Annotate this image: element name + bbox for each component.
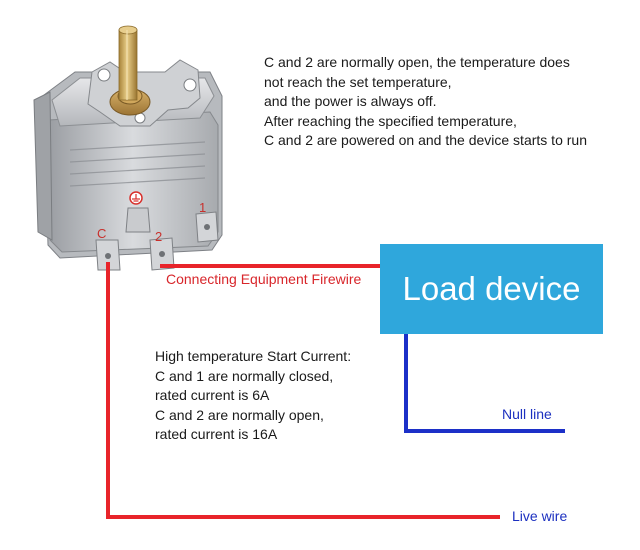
null-line-label: Null line [502,406,552,422]
terminal-c-label: C [97,226,107,241]
current-rating-line: C and 1 are normally closed, [155,367,334,384]
operation-note-line: After reaching the specified temperature… [264,112,517,129]
terminal-2-label: 2 [155,229,163,244]
thermostat-device [33,25,223,271]
operation-note-line: and the power is always off. [264,93,437,109]
live-wire-label: Live wire [512,508,568,524]
load-device-box: Load device [380,244,603,334]
current-rating-line: C and 2 are normally open, [155,406,324,423]
firewire-label: Connecting Equipment Firewire [166,271,362,287]
null-line-wire [404,334,565,433]
terminal-1-label: 1 [199,200,207,215]
current-rating-line: rated current is 6A [155,387,270,403]
current-rating-line: rated current is 16A [155,426,278,442]
ground-symbol-icon [129,191,143,205]
operation-note-line: not reach the set temperature, [264,73,452,90]
current-rating-line: High temperature Start Current: [155,348,352,364]
operation-note-line: C and 2 are powered on and the device st… [264,132,587,148]
current-rating-note: High temperature Start Current: C and 1 … [155,347,351,445]
live-wire-line [106,262,500,519]
load-device-label: Load device [402,270,581,307]
operation-note-line: C and 2 are normally open, the temperatu… [264,54,570,70]
operation-note: C and 2 are normally open, the temperatu… [264,53,587,151]
